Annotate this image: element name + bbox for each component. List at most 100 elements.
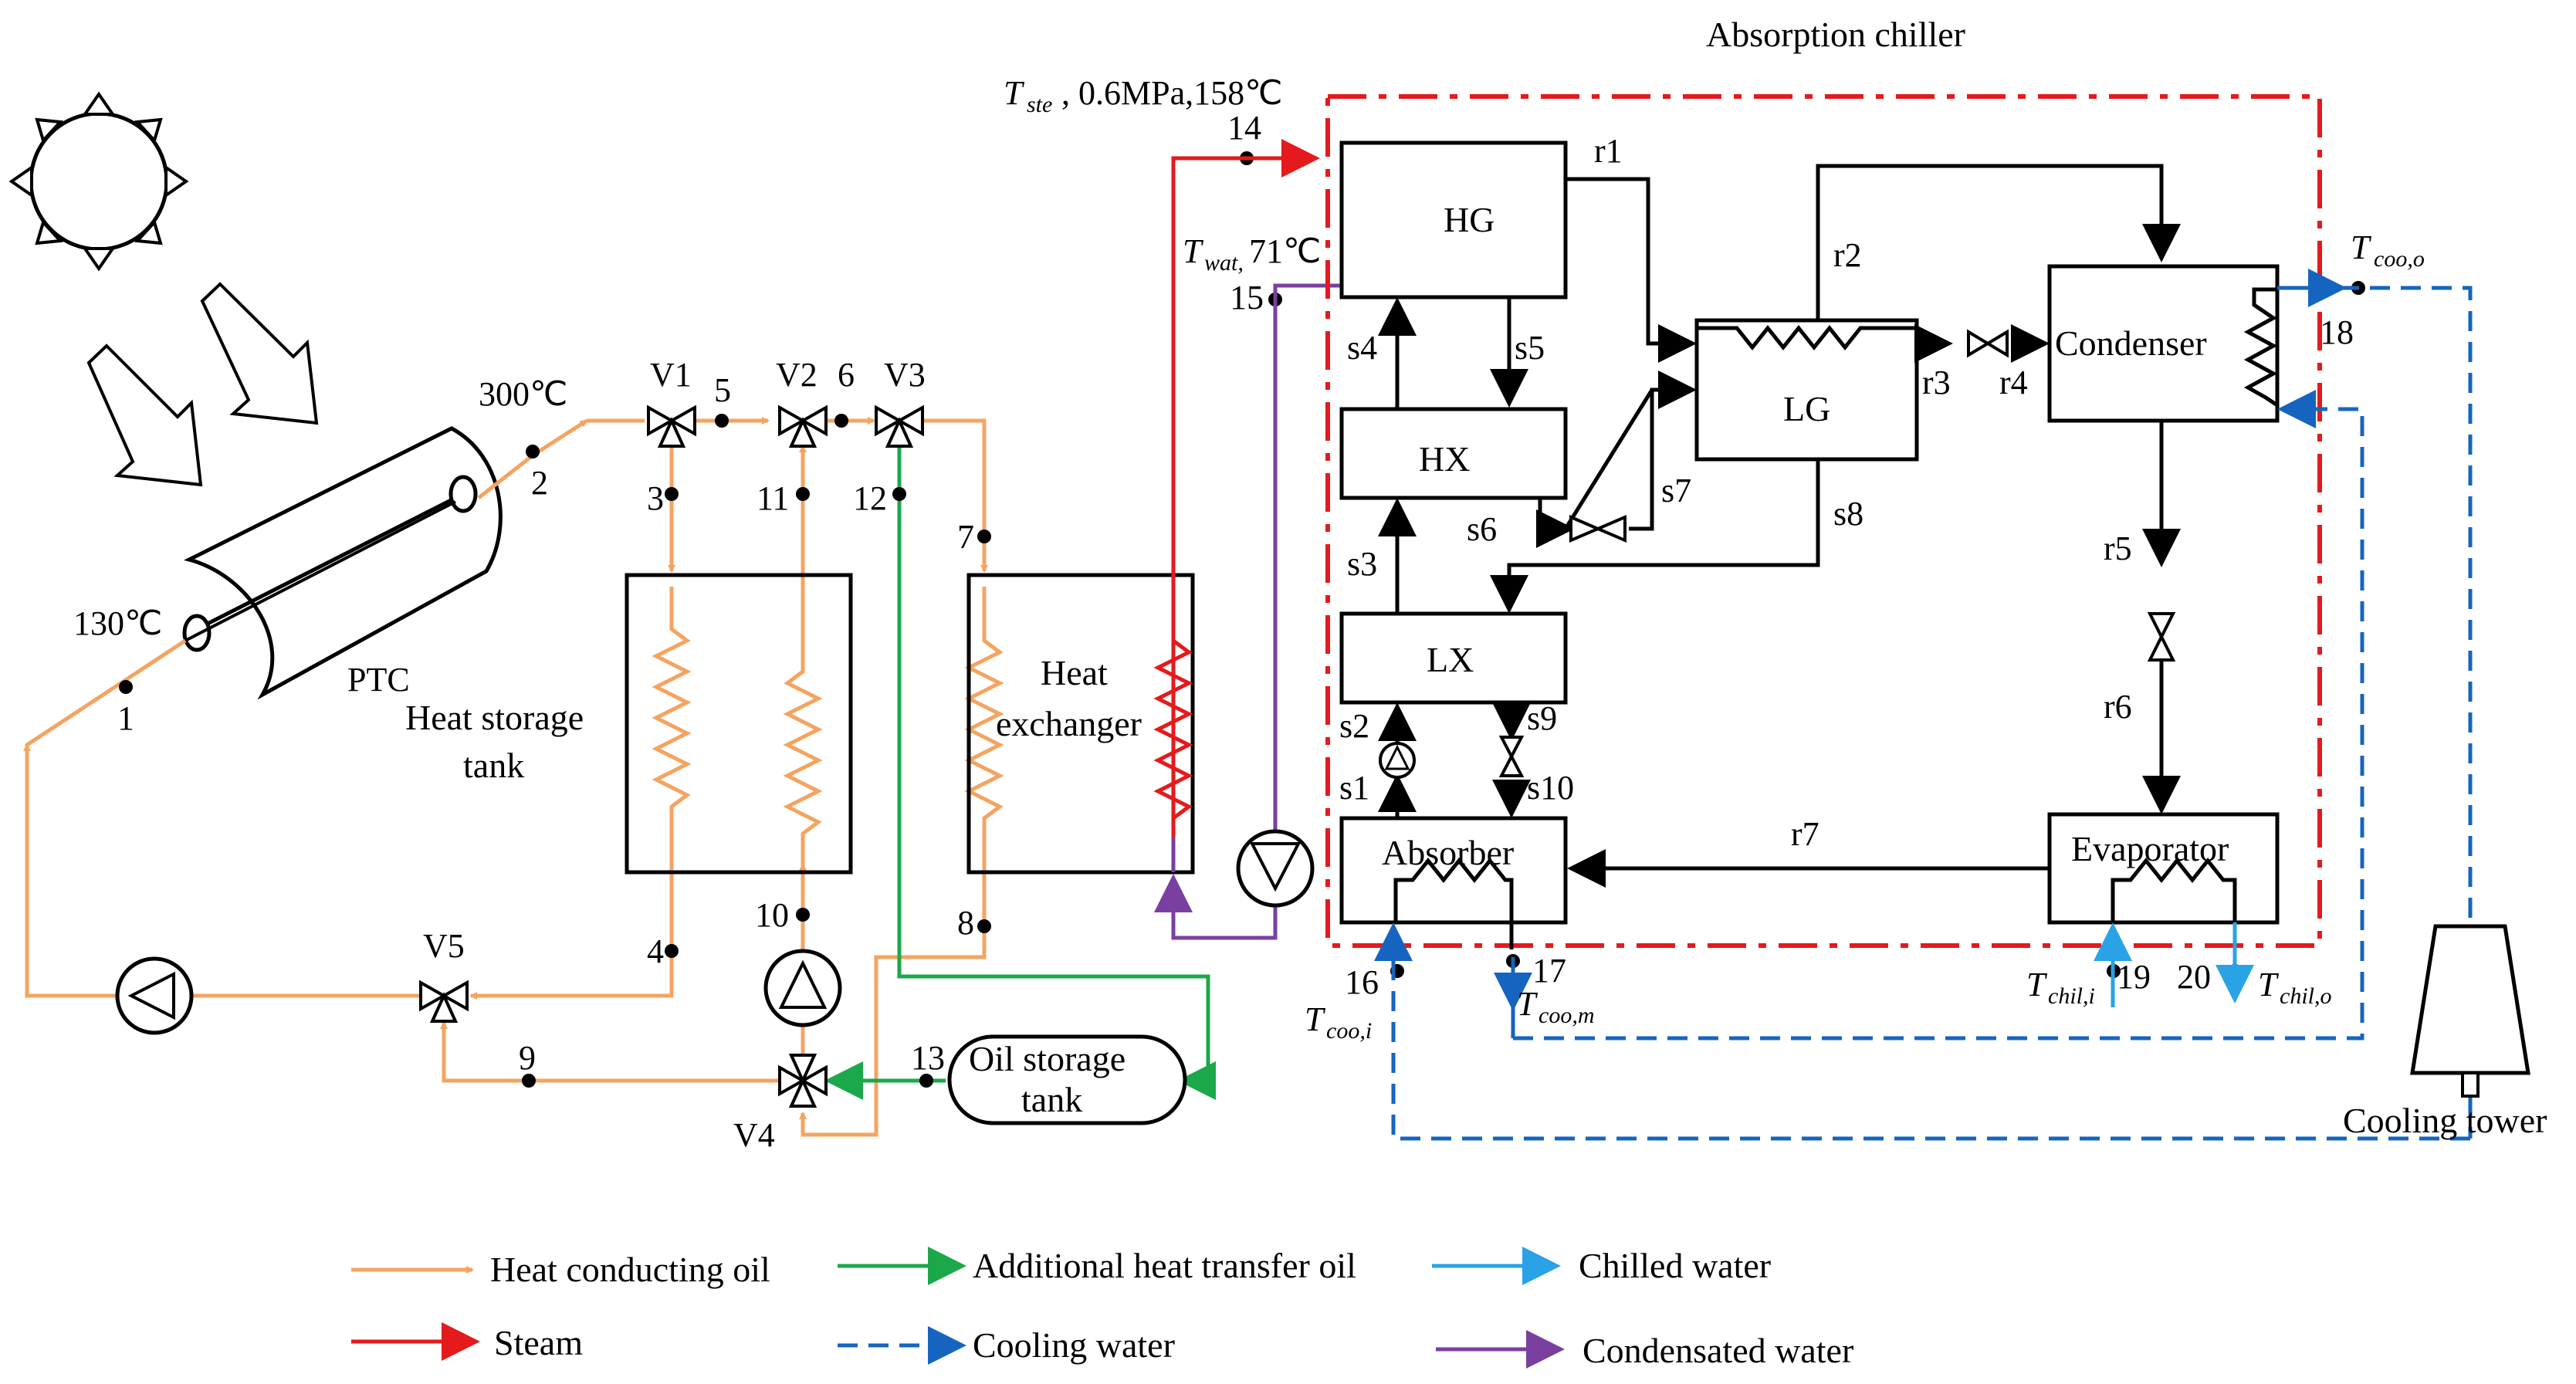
lg-coil — [1697, 324, 1917, 351]
svg-text:s1: s1 — [1339, 769, 1369, 807]
svg-text:T: T — [1305, 1000, 1326, 1038]
svg-text:18: 18 — [2320, 313, 2354, 351]
svg-text:r2: r2 — [1833, 236, 1862, 274]
oil-storage-tank — [947, 1034, 1187, 1125]
svg-text:T: T — [1183, 232, 1204, 270]
ptc-collector — [182, 426, 503, 700]
lg-label: LG — [1783, 389, 1830, 428]
evaporator-label: Evaporator — [2071, 829, 2229, 868]
svg-text:s10: s10 — [1527, 769, 1574, 807]
svg-text:ste: ste — [1027, 92, 1052, 117]
svg-text:r7: r7 — [1791, 815, 1819, 853]
legend: Heat conducting oil Additional heat tran… — [351, 1246, 1853, 1370]
sun-icon — [8, 91, 189, 272]
svg-text:r4: r4 — [1999, 364, 2028, 401]
legend-chilled-water: Chilled water — [1579, 1246, 1771, 1285]
chiller-title: Absorption chiller — [1706, 15, 1965, 54]
svg-text:s5: s5 — [1515, 329, 1545, 367]
hx-box — [1339, 407, 1568, 500]
heat-storage-tank-label-1: Heat storage — [405, 698, 584, 737]
svg-text:, 0.6MPa,158℃: , 0.6MPa,158℃ — [1061, 74, 1283, 112]
valve-v1-label: V1 — [650, 356, 692, 394]
svg-text:3: 3 — [647, 479, 664, 517]
oil-pump-tank — [763, 949, 842, 1027]
lx-box — [1339, 611, 1568, 705]
svg-text:coo,o: coo,o — [2374, 246, 2425, 272]
temp-annotations: T coo,o T coo,i T coo,m T chil,i T chil,… — [1305, 228, 2425, 1044]
svg-text:r1: r1 — [1594, 132, 1623, 170]
heat-exchanger — [966, 573, 1195, 875]
heat-storage-tank — [625, 573, 853, 875]
svg-text:6: 6 — [838, 356, 855, 394]
legend-condensated-water: Condensated water — [1582, 1331, 1853, 1370]
svg-text:r5: r5 — [2104, 530, 2132, 567]
heat-exchanger-label-2: exchanger — [996, 704, 1142, 743]
condenser-label: Condenser — [2055, 323, 2207, 363]
svg-text:11: 11 — [757, 479, 789, 517]
svg-text:coo,m: coo,m — [1538, 1003, 1594, 1028]
valve-v5-label: V5 — [423, 927, 465, 965]
valve-v5 — [419, 980, 469, 1023]
valve-v2-label: V2 — [776, 356, 817, 394]
svg-text:T: T — [2258, 966, 2280, 1003]
solar-ray-arrows — [86, 282, 319, 487]
water-pump — [1236, 829, 1315, 908]
svg-text:s7: s7 — [1661, 472, 1691, 509]
svg-text:71℃: 71℃ — [1249, 232, 1321, 270]
expansion-valves — [1498, 329, 2176, 777]
svg-text:12: 12 — [853, 479, 887, 517]
cooling-tower-label: Cooling tower — [2343, 1101, 2547, 1140]
hx-label: HX — [1419, 439, 1470, 479]
svg-text:s4: s4 — [1347, 329, 1377, 367]
svg-text:r3: r3 — [1922, 364, 1951, 401]
oil-pump-main — [115, 956, 194, 1035]
svg-text:10: 10 — [755, 896, 789, 934]
valve-v3 — [875, 404, 924, 448]
svg-text:chil,i: chil,i — [2048, 983, 2095, 1009]
temp-out-label: 300℃ — [479, 375, 567, 413]
svg-text:coo,i: coo,i — [1326, 1018, 1372, 1044]
svg-text:T: T — [2026, 966, 2048, 1003]
hg-label: HG — [1444, 200, 1494, 239]
legend-heat-oil: Heat conducting oil — [490, 1250, 770, 1289]
state-labels: 1 2 3 4 5 6 7 8 9 10 11 12 13 14 15 16 1… — [117, 109, 2354, 1077]
svg-text:4: 4 — [647, 932, 664, 970]
oil-storage-tank-label-1: Oil storage — [969, 1039, 1126, 1078]
condensate-lines — [1154, 283, 1378, 940]
svg-text:chil,o: chil,o — [2280, 983, 2332, 1009]
condenser-box — [2047, 264, 2280, 423]
hg-box — [1339, 140, 1568, 299]
svg-text:r6: r6 — [2104, 688, 2132, 726]
cooling-tower-icon — [2410, 924, 2530, 1098]
heat-exchanger-label-1: Heat — [1041, 653, 1108, 692]
svg-text:T: T — [2351, 228, 2372, 266]
svg-text:s9: s9 — [1527, 699, 1557, 737]
svg-text:7: 7 — [957, 518, 974, 556]
chilled-water-lines — [2094, 922, 2254, 1007]
water-annotation: T wat, 71℃ — [1183, 232, 1321, 276]
svg-text:19: 19 — [2117, 958, 2151, 996]
svg-text:20: 20 — [2177, 958, 2211, 996]
svg-text:wat,: wat, — [1204, 250, 1244, 276]
condenser-coil — [2243, 287, 2279, 408]
valve-v4-label: V4 — [733, 1116, 775, 1154]
refrigerant-lines — [1378, 164, 2181, 888]
svg-text:15: 15 — [1230, 279, 1264, 316]
svg-text:s8: s8 — [1833, 495, 1863, 533]
absorber-coil — [1393, 857, 1514, 949]
svg-text:T: T — [1004, 74, 1025, 112]
svg-text:s2: s2 — [1339, 707, 1369, 745]
valve-v1 — [647, 404, 696, 448]
svg-text:17: 17 — [1532, 952, 1566, 990]
valve-v3-label: V3 — [884, 356, 926, 394]
svg-text:s6: s6 — [1467, 510, 1497, 548]
valve-v4 — [778, 1054, 828, 1108]
lg-box — [1694, 318, 1919, 462]
ptc-label: PTC — [347, 661, 410, 699]
additional-oil-lines — [824, 444, 1216, 1100]
legend-additional-oil: Additional heat transfer oil — [973, 1246, 1356, 1285]
heat-storage-tank-label-2: tank — [463, 746, 524, 785]
legend-steam: Steam — [494, 1323, 583, 1362]
svg-text:s3: s3 — [1347, 545, 1377, 583]
